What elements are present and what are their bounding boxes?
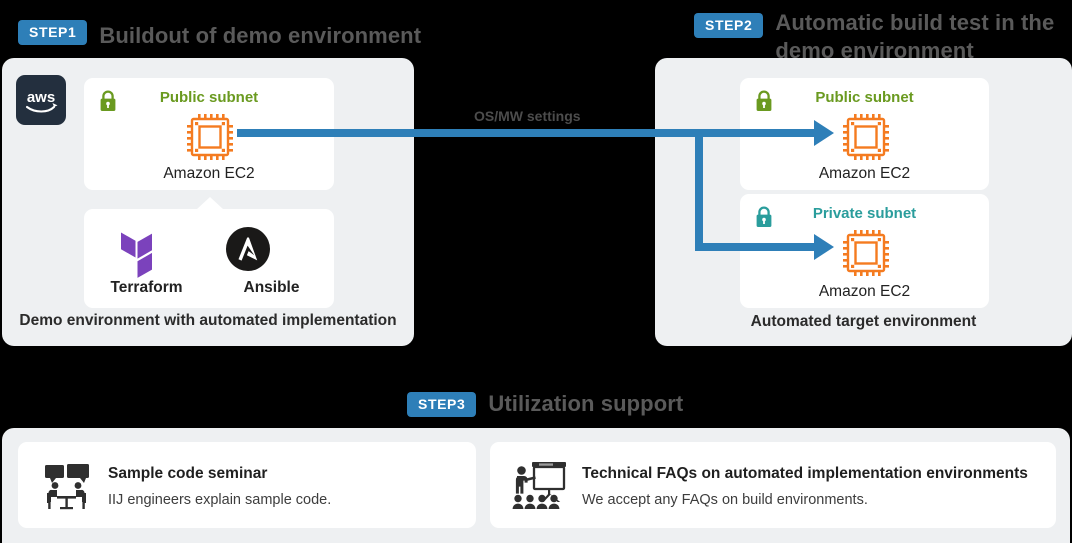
subnet-label-private: Private subnet — [812, 205, 917, 222]
step2-private-subnet-card: Private subnet — [740, 194, 989, 308]
resource-label-ec2: Amazon EC2 — [818, 283, 911, 300]
step1-panel: aws Public subnet — [2, 58, 414, 346]
step2-title-line1: Automatic build test in the — [775, 10, 1055, 35]
lock-icon — [754, 89, 774, 118]
step2-caption: Automated target environment — [750, 313, 977, 330]
step2-title: Automatic build test in the demo environ… — [775, 9, 1054, 65]
support-card-text-group: Sample code seminar IIJ engineers explai… — [108, 465, 331, 508]
step3-panel: Sample code seminar IIJ engineers explai… — [2, 428, 1070, 543]
ec2-chip-icon — [843, 114, 889, 165]
tool-name-terraform: Terraform — [110, 279, 183, 296]
arrow-head-private — [814, 234, 834, 260]
lock-icon — [98, 89, 118, 118]
terraform-logo — [120, 225, 168, 284]
step1-title: Buildout of demo environment — [99, 23, 422, 48]
support-card-sample-code-seminar[interactable]: Sample code seminar IIJ engineers explai… — [18, 442, 476, 528]
support-card-technical-faqs[interactable]: Technical FAQs on automated implementati… — [490, 442, 1056, 528]
callout-notch — [197, 197, 223, 209]
step1-caption: Demo environment with automated implemen… — [19, 312, 397, 329]
ec2-chip-icon — [187, 114, 233, 165]
step2-header: STEP2 Automatic build test in the demo e… — [694, 9, 1054, 65]
step1-tools-card: Terraform Ansible — [84, 209, 334, 308]
connector-trunk — [237, 129, 703, 137]
subnet-label-public: Public subnet — [159, 89, 259, 106]
connector-branch-vertical — [695, 129, 703, 251]
step1-badge: STEP1 — [18, 20, 88, 45]
step1-header: STEP1 Buildout of demo environment — [18, 20, 421, 50]
step3-header: STEP3 Utilization support — [407, 390, 683, 418]
resource-label-ec2: Amazon EC2 — [163, 165, 255, 182]
step2-panel: Public subnet — [655, 58, 1072, 346]
meeting-table-icon — [44, 464, 94, 515]
support-card-text-group: Technical FAQs on automated implementati… — [582, 465, 1028, 508]
support-card-title: Technical FAQs on automated implementati… — [582, 465, 1028, 482]
connector-branch-horizontal — [695, 243, 816, 251]
arrow-head-public — [814, 120, 834, 146]
support-card-title: Sample code seminar — [108, 465, 268, 482]
ansible-logo — [226, 227, 270, 276]
step3-badge: STEP3 — [407, 392, 477, 417]
subnet-label-public: Public subnet — [815, 89, 914, 106]
step3-title: Utilization support — [488, 391, 684, 416]
ec2-chip-icon — [843, 230, 889, 281]
connector-label: OS/MW settings — [474, 108, 581, 124]
step2-badge: STEP2 — [694, 13, 764, 38]
lock-icon — [754, 205, 774, 234]
presentation-audience-icon — [512, 462, 568, 515]
aws-logo: aws — [16, 75, 66, 130]
resource-label-ec2: Amazon EC2 — [818, 165, 911, 182]
support-card-desc: IIJ engineers explain sample code. — [108, 492, 332, 508]
support-card-desc: We accept any FAQs on build environments… — [582, 492, 868, 508]
tool-name-ansible: Ansible — [243, 279, 300, 296]
connector-to-public — [695, 129, 816, 137]
svg-text:aws: aws — [27, 89, 55, 106]
